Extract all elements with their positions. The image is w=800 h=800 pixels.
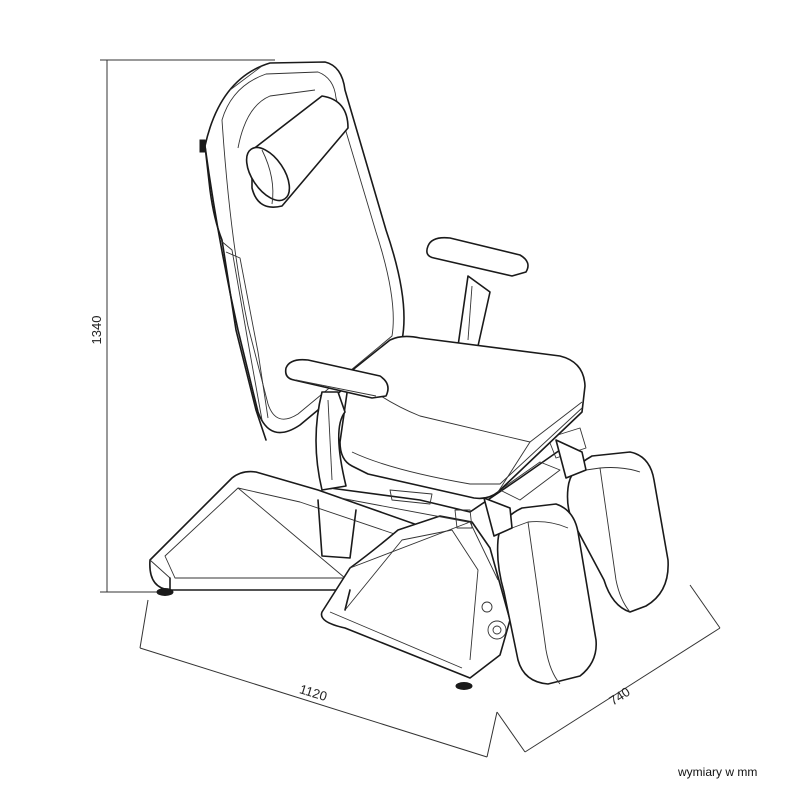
length-dimension-label: 1120 xyxy=(298,681,329,704)
seat-mechanism xyxy=(317,427,587,559)
pedestal-housing xyxy=(320,515,511,690)
right-armrest xyxy=(426,236,529,347)
left-armrest xyxy=(284,358,389,491)
height-dimension: 1340 xyxy=(89,59,275,593)
leg-rests xyxy=(483,439,669,685)
headrest-pillow xyxy=(245,95,349,208)
width-dimension-label: 740 xyxy=(606,684,632,708)
base-plate-edge xyxy=(169,577,351,611)
height-dimension-label: 1340 xyxy=(89,316,104,345)
seat-cushion xyxy=(339,335,586,500)
units-note: wymiary w mm xyxy=(678,765,758,779)
